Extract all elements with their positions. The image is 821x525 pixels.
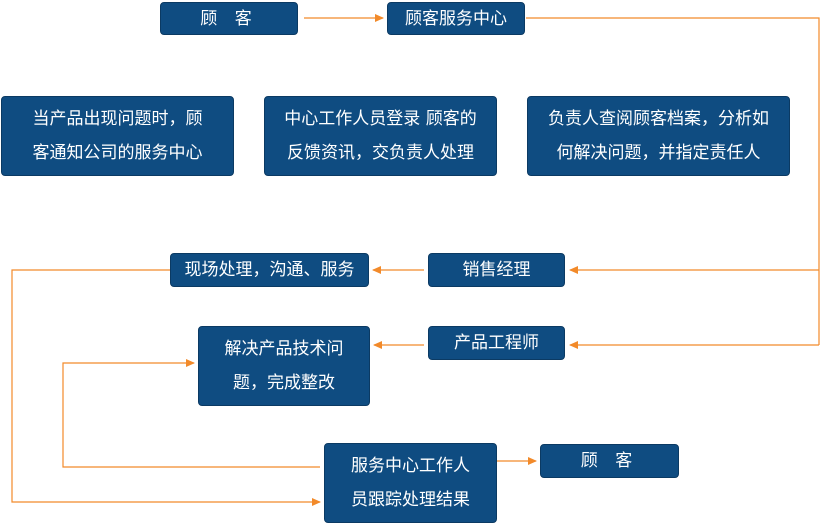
step2-line2: 反馈资讯，交负责人处理 xyxy=(287,143,474,163)
loop-solve-tracking xyxy=(62,359,320,468)
step2-line1: 中心工作人员登录 顾客的 xyxy=(284,109,477,129)
step-customer-notifies-box[interactable]: 当产品出现问题时，顾 客通知公司的服务中心 xyxy=(1,96,234,176)
service-center-label: 顾客服务中心 xyxy=(405,8,507,29)
customer-box-bottom[interactable]: 顾 客 xyxy=(540,444,679,478)
solve-line2: 题，完成整改 xyxy=(233,373,335,393)
customer-bottom-label: 顾 客 xyxy=(580,451,639,471)
line-service-center-to-right-rail xyxy=(526,17,820,345)
customer-top-label: 顾 客 xyxy=(200,8,258,29)
track-result-box[interactable]: 服务中心工作人 员跟踪处理结果 xyxy=(324,443,497,523)
track-line1: 服务中心工作人 xyxy=(351,456,470,476)
step-staff-logs-feedback-box[interactable]: 中心工作人员登录 顾客的 反馈资讯，交负责人处理 xyxy=(264,96,497,176)
sales-manager-label: 销售经理 xyxy=(462,260,531,280)
step1-line2: 客通知公司的服务中心 xyxy=(32,143,203,163)
step1-line1: 当产品出现问题时，顾 xyxy=(32,109,203,129)
onsite-service-box[interactable]: 现场处理，沟通、服务 xyxy=(170,253,369,287)
customer-box-top[interactable]: 顾 客 xyxy=(160,2,298,35)
track-line2: 员跟踪处理结果 xyxy=(351,490,470,510)
onsite-service-label: 现场处理，沟通、服务 xyxy=(184,260,355,280)
sales-manager-box[interactable]: 销售经理 xyxy=(428,253,565,287)
product-engineer-box[interactable]: 产品工程师 xyxy=(428,326,565,360)
step3-line1: 负责人查阅顾客档案，分析如 xyxy=(548,109,769,129)
solve-line1: 解决产品技术问 xyxy=(224,339,344,359)
service-center-box[interactable]: 顾客服务中心 xyxy=(387,2,525,35)
loop-onsite-to-tracking xyxy=(11,269,321,506)
step3-line2: 何解决问题，并指定责任人 xyxy=(556,143,761,163)
step-manager-assigns-box[interactable]: 负责人查阅顾客档案，分析如 何解决问题，并指定责任人 xyxy=(527,96,790,176)
solve-technical-issue-box[interactable]: 解决产品技术问 题，完成整改 xyxy=(198,326,370,406)
product-engineer-label: 产品工程师 xyxy=(454,333,539,353)
